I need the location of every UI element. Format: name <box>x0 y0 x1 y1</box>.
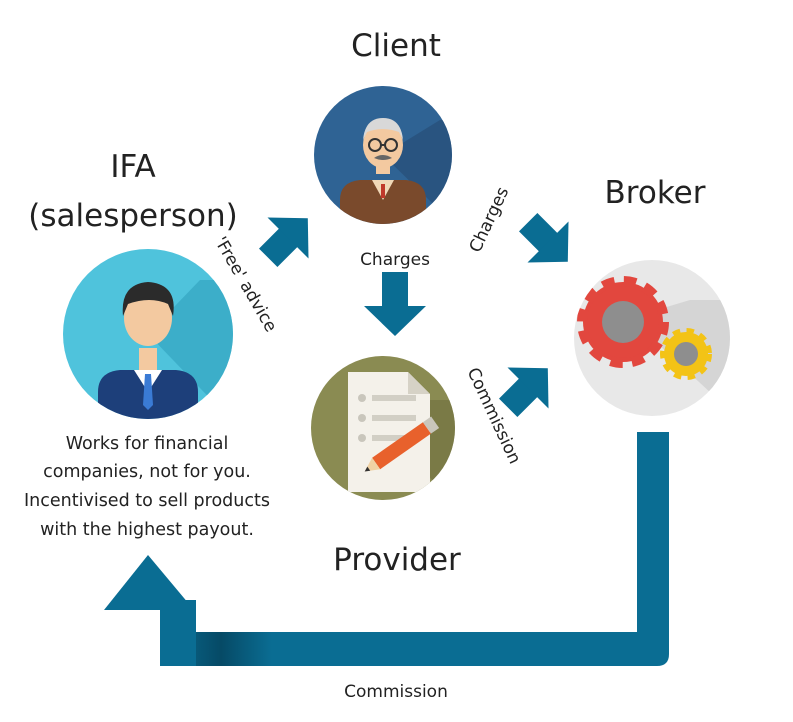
ifa-description: Works for financial companies, not for y… <box>24 434 270 540</box>
loop-horizontal-segment <box>160 632 669 666</box>
ifa-node: IFA (salesperson) Works for financial co… <box>24 149 270 540</box>
loop-vertical-segment <box>637 432 669 634</box>
loop-arrowhead <box>104 555 194 610</box>
provider-node: Provider <box>311 356 461 578</box>
client-provider-charges-label: Charges <box>360 250 430 270</box>
ifa-description-line-3: Incentivised to sell products <box>24 491 270 511</box>
broker-title: Broker <box>605 175 706 211</box>
client-to-broker-arrow <box>519 213 569 263</box>
provider-to-broker-arrow <box>499 367 549 417</box>
ifa-to-client-arrow <box>259 217 309 267</box>
ifa-description-line-1: Works for financial <box>66 434 229 454</box>
ifa-description-line-2: companies, not for you. <box>43 462 251 482</box>
provider-title: Provider <box>333 542 461 578</box>
gears-icon <box>574 260 730 416</box>
provider-broker-commission-label: Commission <box>463 365 525 467</box>
ifa-description-line-4: with the highest payout. <box>40 520 254 540</box>
ifa-avatar-icon <box>63 249 233 419</box>
document-pencil-icon <box>311 356 455 500</box>
ifa-title-line2: (salesperson) <box>28 198 237 234</box>
client-broker-charges-label: Charges <box>466 184 514 256</box>
loop-rising-segment <box>160 600 196 666</box>
client-avatar-icon <box>314 86 452 224</box>
broker-ifa-commission-label: Commission <box>344 682 448 702</box>
client-to-provider-arrow <box>364 272 426 336</box>
client-title: Client <box>351 28 441 64</box>
client-node: Client <box>314 28 452 224</box>
broker-to-ifa-commission-arrow <box>104 432 669 666</box>
ifa-title-line1: IFA <box>110 149 155 185</box>
broker-node: Broker <box>574 175 730 416</box>
